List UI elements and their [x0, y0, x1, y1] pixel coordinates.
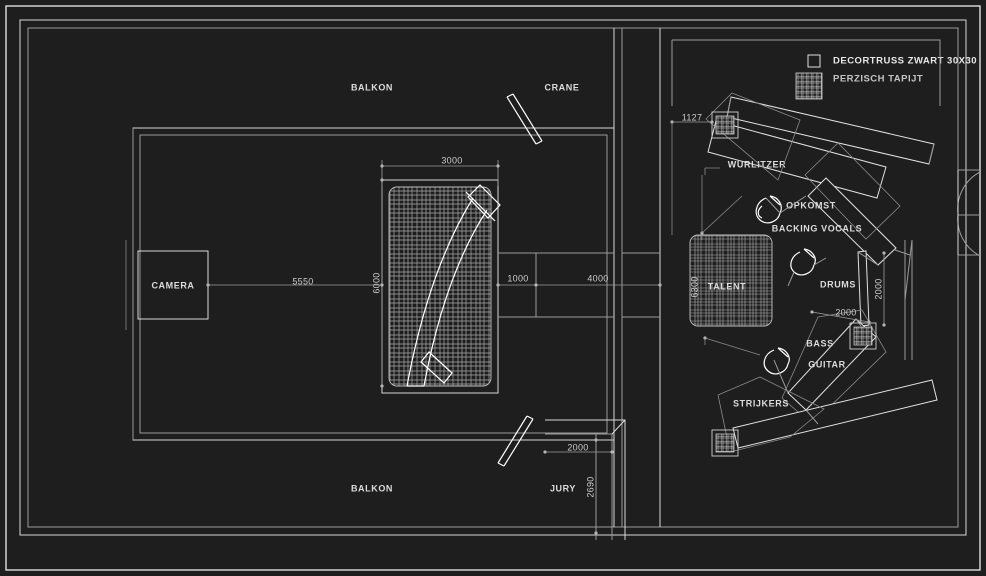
dim-camera-distance: 5550: [206, 276, 384, 287]
drums-truss: DRUMS: [820, 250, 870, 327]
dim-drums-lower: 2000: [810, 307, 871, 324]
mic-position-upper: [755, 195, 782, 224]
dim-4000-label: 4000: [587, 273, 608, 283]
dim-jury-width: 2000: [543, 442, 614, 454]
backing-vocals-truss: OPKOMST BACKING VOCALS: [772, 142, 901, 266]
opkomst-label: OPKOMST: [786, 200, 836, 210]
dim-3000-label: 3000: [441, 155, 462, 165]
camera-box: CAMERA: [137, 250, 209, 320]
dim-drums-right: 2000: [873, 251, 886, 327]
dim-jury-2690-label: 2690: [585, 476, 595, 497]
decortruss-swatch-icon: [807, 54, 821, 68]
camera-label: CAMERA: [151, 280, 194, 290]
dim-6000-label: 6000: [371, 272, 381, 293]
dim-1000-label: 1000: [507, 273, 528, 283]
balkon-bottom-label: BALKON: [351, 483, 393, 493]
dimension-extension-lines: [671, 122, 761, 356]
dim-6300-label: 6300: [689, 276, 699, 297]
talent-carpet: TALENT 6300: [689, 234, 773, 327]
dim-right-2000-label: 2000: [873, 278, 883, 299]
jury-area: JURY: [497, 415, 626, 540]
dim-jury-depth: 2690: [585, 438, 598, 535]
jury-label: JURY: [550, 483, 576, 493]
carpet-swatch-right: [849, 322, 877, 350]
interior-hall-outline: [132, 28, 661, 527]
dim-stage-width: 3000: [380, 155, 500, 186]
crane-arm: [506, 93, 543, 145]
wurlitzer-outline: [705, 92, 801, 181]
mic-position-lower: [763, 347, 790, 375]
legend-item-tapijt-label: PERZISCH TAPIJT: [833, 74, 923, 85]
mic-position-mid: [790, 248, 816, 276]
crane-label: CRANE: [544, 82, 579, 92]
wurlitzer-label: WURLITZER: [728, 159, 786, 169]
talent-label: TALENT: [708, 281, 746, 291]
outer-wall-boundary: [5, 5, 981, 571]
truss-braces: [765, 195, 913, 425]
strijkers-label: STRIJKERS: [733, 398, 789, 408]
dim-jury-2000-label: 2000: [567, 442, 588, 452]
carpet-swatch-top: [711, 111, 739, 139]
left-wall-detail: [125, 128, 134, 440]
balkon-top-label: BALKON: [351, 82, 393, 92]
drums-label: DRUMS: [820, 279, 856, 289]
dim-stage-depth: 6000: [371, 178, 384, 388]
dim-lower-2000-label: 2000: [835, 307, 856, 317]
perzisch-tapijt-swatch-icon: [795, 72, 823, 100]
top-right-divider: [671, 39, 941, 106]
guitar-label: GUITAR: [808, 359, 845, 369]
dim-5550-label: 5550: [292, 276, 313, 286]
main-stage-platform: [381, 179, 501, 394]
right-doors: [957, 169, 981, 257]
dim-gaps: 1000 4000: [496, 273, 662, 287]
backing-vocals-label: BACKING VOCALS: [772, 223, 862, 233]
carpet-swatch-bottom: [711, 429, 739, 457]
legend: DECORTRUSS ZWART 30X30 PERZISCH TAPIJT: [795, 54, 977, 100]
truss-beam-upper: [726, 96, 935, 165]
legend-item-decortruss-label: DECORTRUSS ZWART 30X30: [833, 56, 977, 67]
curved-ramp: [406, 184, 501, 387]
dim-1127-label: 1127: [682, 112, 703, 122]
bass-label: BASS: [806, 338, 833, 348]
